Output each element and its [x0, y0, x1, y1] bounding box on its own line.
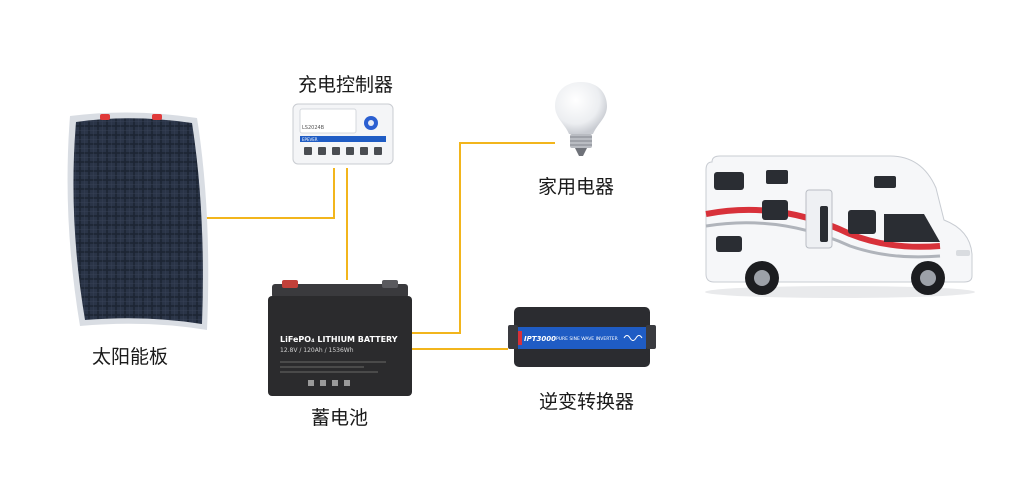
inverter-image: IPT3000 PURE SINE WAVE INVERTER: [508, 307, 656, 367]
label-battery: 蓄电池: [311, 407, 369, 429]
rv-motorhome-image: [705, 155, 975, 298]
label-appliances: 家用电器: [538, 176, 615, 198]
wire-battery-to-appliance: [410, 142, 555, 334]
controller-brand-text: EPEVER: [302, 137, 318, 142]
solar-panel-image: [67, 112, 209, 330]
controller-model-text: LS2024B: [302, 125, 325, 131]
charge-controller-image: LS2024B EPEVER: [292, 103, 394, 165]
label-inverter: 逆变转换器: [539, 391, 635, 413]
battery-image: LiFePO₄ LITHIUM BATTERY 12.8V / 120Ah / …: [268, 280, 412, 396]
label-charge-controller: 充电控制器: [298, 74, 394, 96]
inverter-model-text: IPT3000: [524, 335, 556, 343]
inverter-desc-text: PURE SINE WAVE INVERTER: [556, 336, 618, 342]
wire-panel-to-controller: [206, 168, 335, 219]
battery-title-text: LiFePO₄ LITHIUM BATTERY: [280, 335, 398, 344]
battery-spec-text: 12.8V / 120Ah / 1536Wh: [280, 347, 354, 354]
label-solar-panel: 太阳能板: [92, 346, 169, 368]
light-bulb-icon: [555, 82, 607, 156]
